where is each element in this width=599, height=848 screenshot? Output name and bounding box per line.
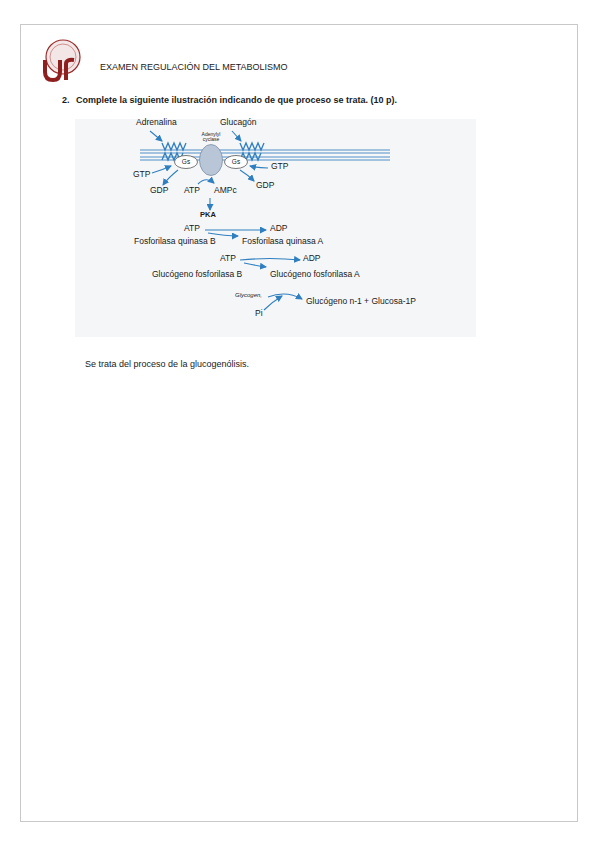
molecule-name: ATP xyxy=(220,254,236,264)
gs-protein-oval: Gs xyxy=(174,155,198,169)
molecule-name: ADP xyxy=(303,254,320,264)
enzyme-name: Fosforilasa quinasa A xyxy=(242,237,323,247)
question-number: 2. xyxy=(62,95,70,105)
enzyme-name: Glucógeno fosforilasa A xyxy=(270,270,360,280)
oval-shape xyxy=(225,156,248,169)
molecule-name: ATP xyxy=(184,224,200,234)
molecule-name: AMPc xyxy=(214,186,237,196)
protein-name: Gs xyxy=(224,158,248,165)
adenylyl-cyclase-oval: Adenylyl cyclase xyxy=(199,144,223,176)
product-name: Glucógeno n-1 + Glucosa-1P xyxy=(306,297,416,307)
molecule-name: GDP xyxy=(150,186,168,196)
molecule-name: Glycogen, xyxy=(235,292,262,299)
hormone-name: Glucagón xyxy=(220,118,256,128)
answer-text: Se trata del proceso de la glucogenólisi… xyxy=(85,359,249,369)
enzyme-name: PKA xyxy=(200,211,216,220)
molecule-name: GTP xyxy=(271,162,288,172)
reaction-arrows xyxy=(150,131,302,310)
diagram-ground xyxy=(75,119,476,337)
molecule-name: GTP xyxy=(133,170,150,180)
protein-name: Gs xyxy=(174,158,198,165)
page-header: EXAMEN REGULACIÓN DEL METABOLISMO xyxy=(100,62,288,72)
oval-shape xyxy=(175,156,198,169)
molecule-name: ATP xyxy=(184,186,200,196)
question-text: Complete la siguiente ilustración indica… xyxy=(76,95,397,105)
enzyme-name: Glucógeno fosforilasa B xyxy=(152,270,242,280)
hormone-name: Adrenalina xyxy=(136,118,177,128)
page-frame xyxy=(21,25,578,822)
oval-outline xyxy=(199,144,223,176)
gs-protein-oval: Gs xyxy=(224,155,248,169)
university-logo xyxy=(45,40,80,80)
oval-shape xyxy=(200,145,223,176)
molecule-name: GDP xyxy=(256,181,274,191)
molecule-name: Pi xyxy=(255,309,263,319)
molecule-name: ADP xyxy=(270,224,287,234)
enzyme-name: Adenylyl cyclase xyxy=(194,132,228,143)
enzyme-name: Fosforilasa quinasa B xyxy=(134,237,216,247)
